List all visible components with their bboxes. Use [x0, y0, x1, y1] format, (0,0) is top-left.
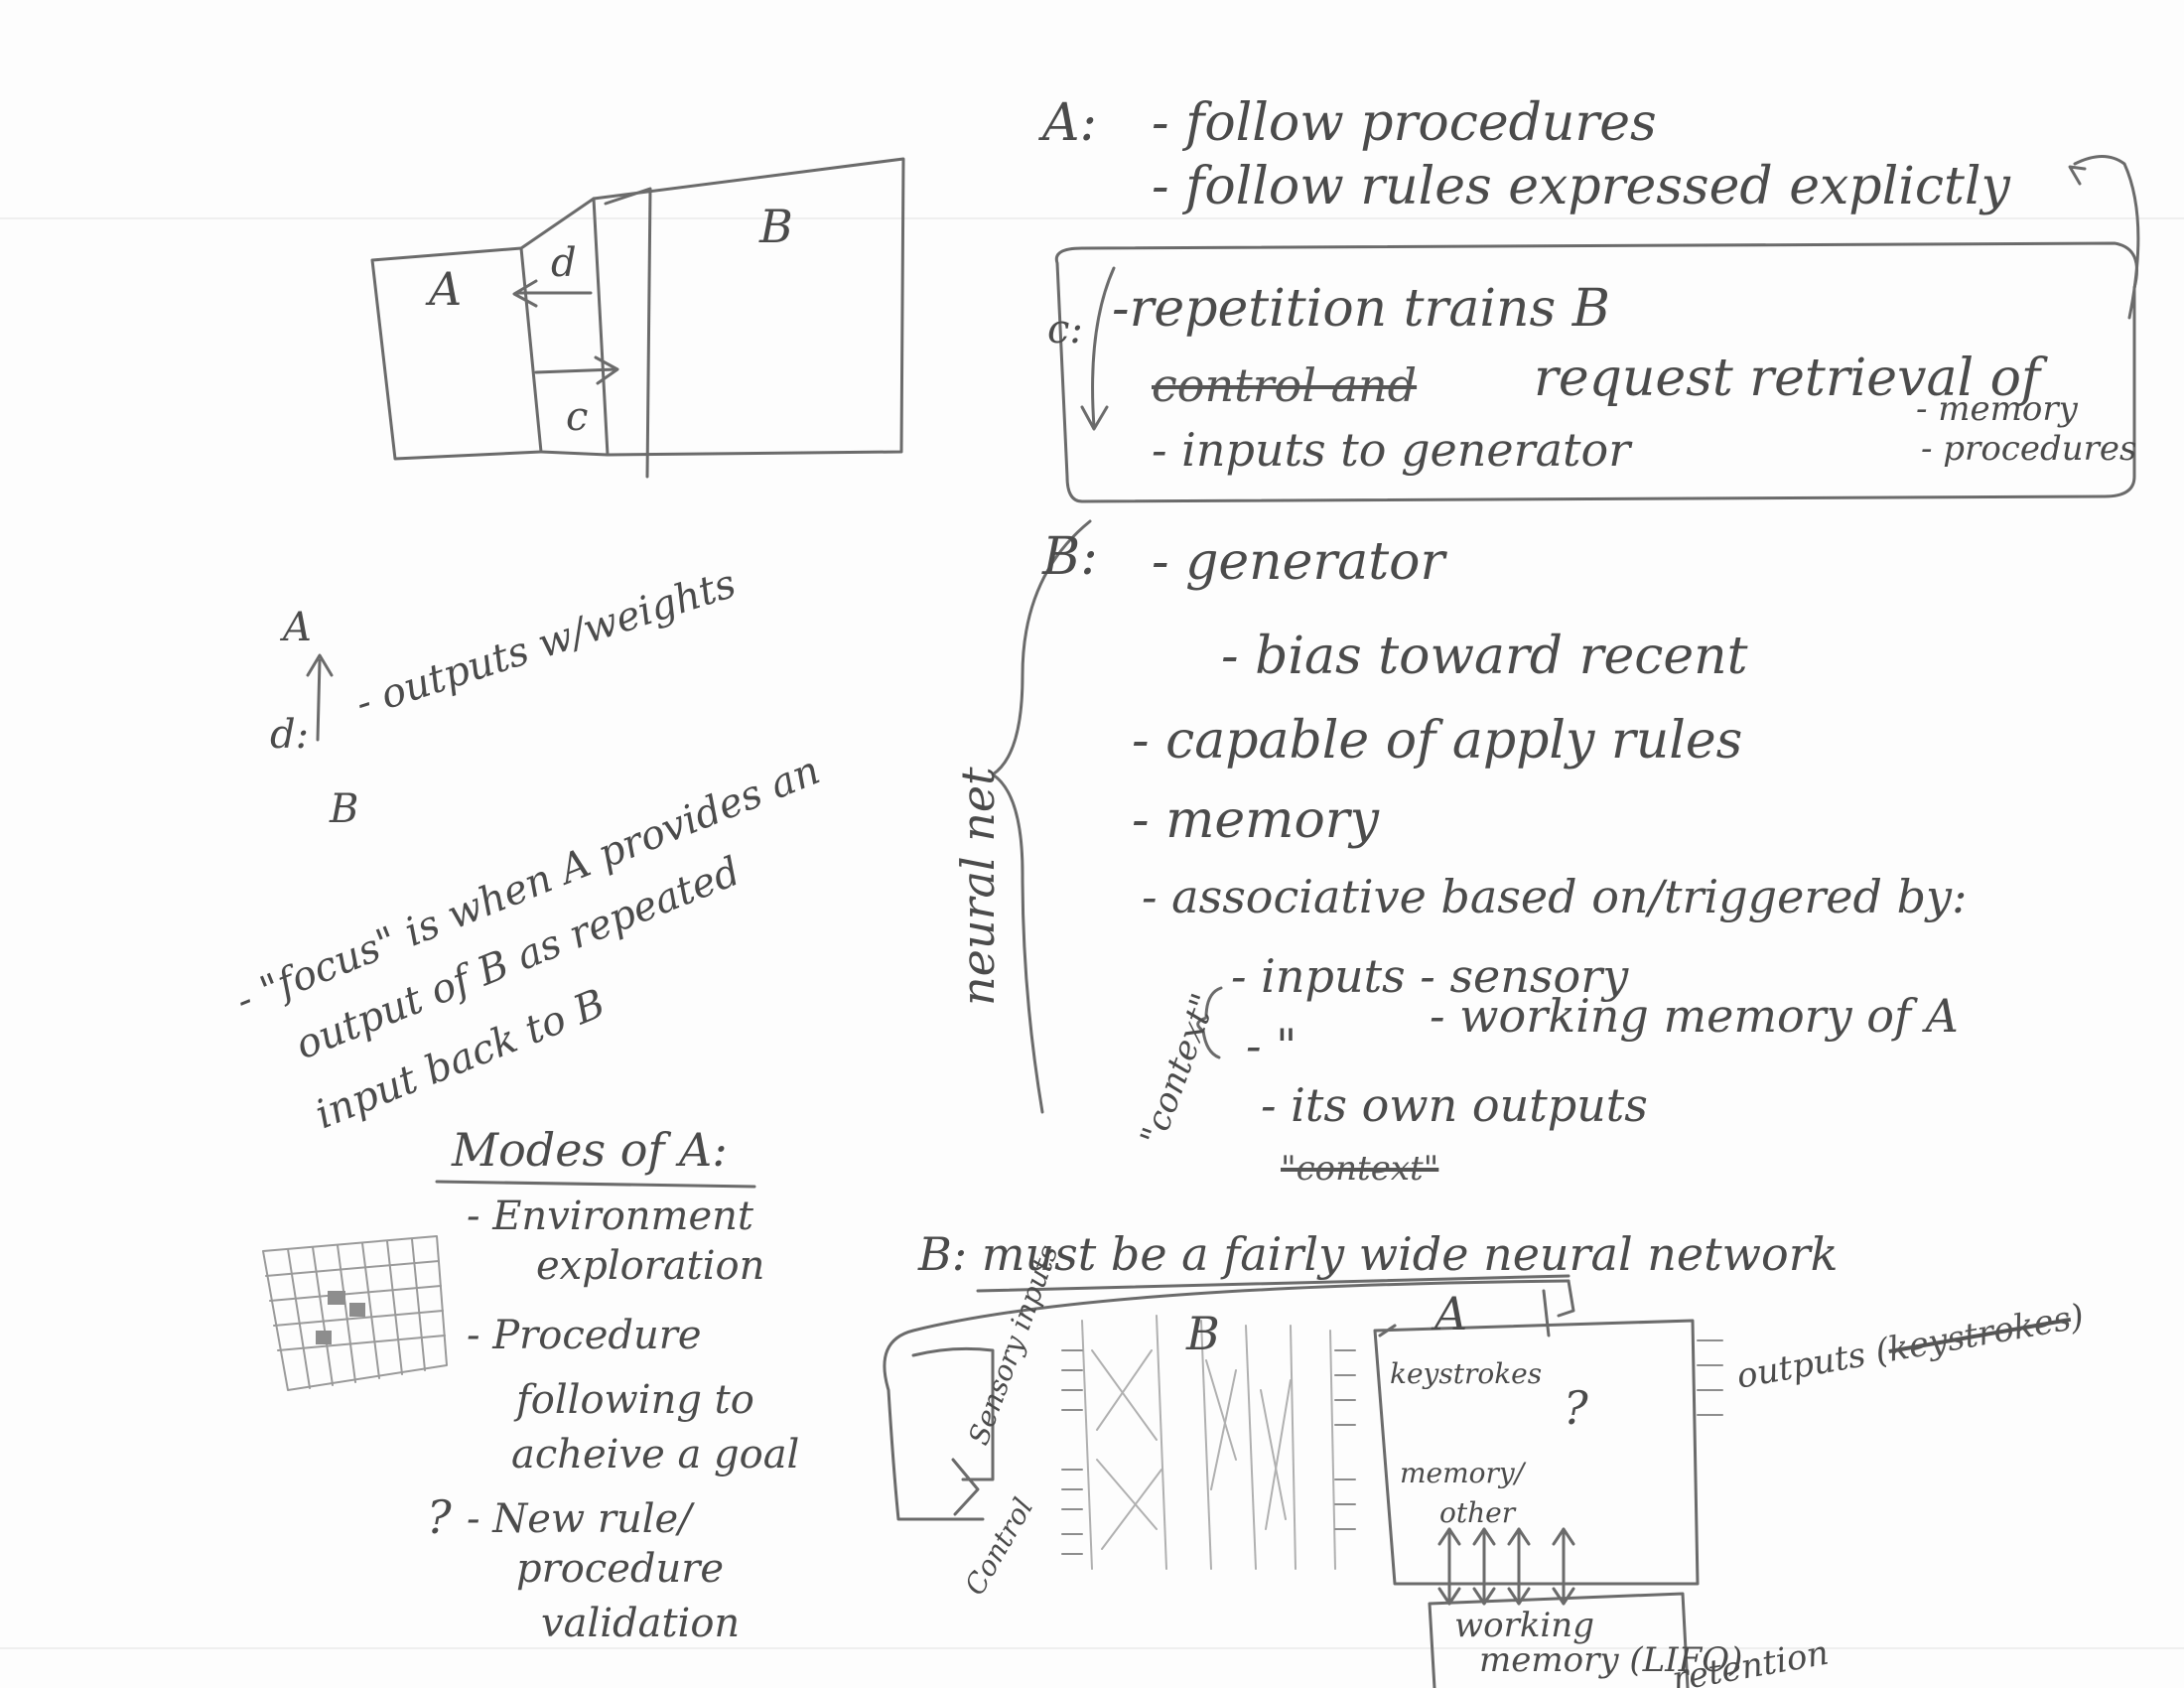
neural-net-brace — [991, 519, 1092, 1114]
network-question: ? — [1564, 1381, 1588, 1435]
section-c-item-1: -repetition trains B — [1112, 279, 1610, 339]
d-bottom-label: B — [330, 786, 359, 832]
d-top-label: A — [283, 605, 312, 650]
network-title: B: must be a fairly wide neural network — [918, 1227, 1839, 1281]
wm-box — [1428, 1592, 1690, 1688]
arrow-c-label: c — [566, 394, 589, 440]
network-a-label: A — [1434, 1287, 1468, 1340]
section-c-struck: control and — [1152, 358, 1418, 412]
network-lines — [1081, 1315, 1336, 1570]
section-b-sub-3: - its own outputs — [1261, 1078, 1648, 1132]
wm-arrows — [1437, 1527, 1575, 1606]
section-c-sub-1: - memory — [1916, 389, 2078, 429]
section-b-item-1a: - bias toward recent — [1221, 627, 1748, 686]
section-b-item-1: - generator — [1152, 532, 1445, 592]
a-box — [1373, 1319, 1700, 1586]
d-label: d: — [270, 712, 310, 758]
box-b-label: B — [759, 200, 793, 253]
section-b-sub-1: - inputs - sensory — [1231, 949, 1629, 1003]
keystrokes-label: keystrokes — [1390, 1357, 1543, 1390]
section-b-struck: "context" — [1281, 1149, 1439, 1189]
mode-3-line-2: procedure — [516, 1546, 725, 1592]
neural-net-label: neural net — [951, 767, 1005, 1006]
working-memory-label-2: memory (LIFO) — [1479, 1640, 1743, 1680]
box-a-label: A — [429, 262, 463, 316]
d-arrow — [316, 658, 322, 742]
memory-other-label-1: memory/ — [1400, 1457, 1525, 1489]
io-ticks — [1061, 1339, 1723, 1555]
section-c-item-3: - inputs to generator — [1152, 423, 1631, 477]
section-b-item-3: - memory — [1132, 790, 1380, 850]
section-a-item-2: - follow rules expressed explictly — [1152, 157, 2010, 216]
mode-1-line-2: exploration — [536, 1243, 765, 1289]
section-a-label: A: — [1042, 93, 1098, 153]
section-b-label: B: — [1042, 527, 1098, 587]
network-b-label: B — [1186, 1307, 1220, 1360]
section-b-item-2: - capable of apply rules — [1132, 711, 1743, 771]
mode-2-line-2: following to — [516, 1377, 754, 1423]
mode-2-line-3: acheive a goal — [511, 1432, 800, 1477]
section-b-sub-2b: - working memory of A — [1430, 989, 1959, 1043]
ab-diagram — [370, 157, 905, 479]
memory-other-label-2: other — [1439, 1496, 1516, 1529]
grid-sketch — [262, 1235, 448, 1391]
mode-3-line-1: - New rule/ — [467, 1496, 692, 1542]
mode-3-question: ? — [427, 1490, 452, 1544]
section-b-sub-2a: - " — [1246, 1019, 1297, 1072]
section-a-item-1: - follow procedures — [1152, 93, 1657, 153]
section-b-item-4: - associative based on/triggered by: — [1142, 870, 1968, 923]
arrow-d-label: d — [551, 240, 577, 286]
section-c-item-2: request retrieval of — [1534, 349, 2041, 408]
mode-2-line-1: - Procedure — [467, 1313, 702, 1358]
working-memory-label-1: working — [1454, 1606, 1594, 1645]
section-c-label: c: — [1047, 307, 1083, 352]
modes-title: Modes of A: — [452, 1123, 728, 1177]
section-c-sub-2: - procedures — [1921, 429, 2137, 469]
c-box — [1054, 241, 2138, 503]
mode-3-line-3: validation — [541, 1601, 741, 1646]
mode-1-line-1: - Environment — [467, 1194, 753, 1239]
